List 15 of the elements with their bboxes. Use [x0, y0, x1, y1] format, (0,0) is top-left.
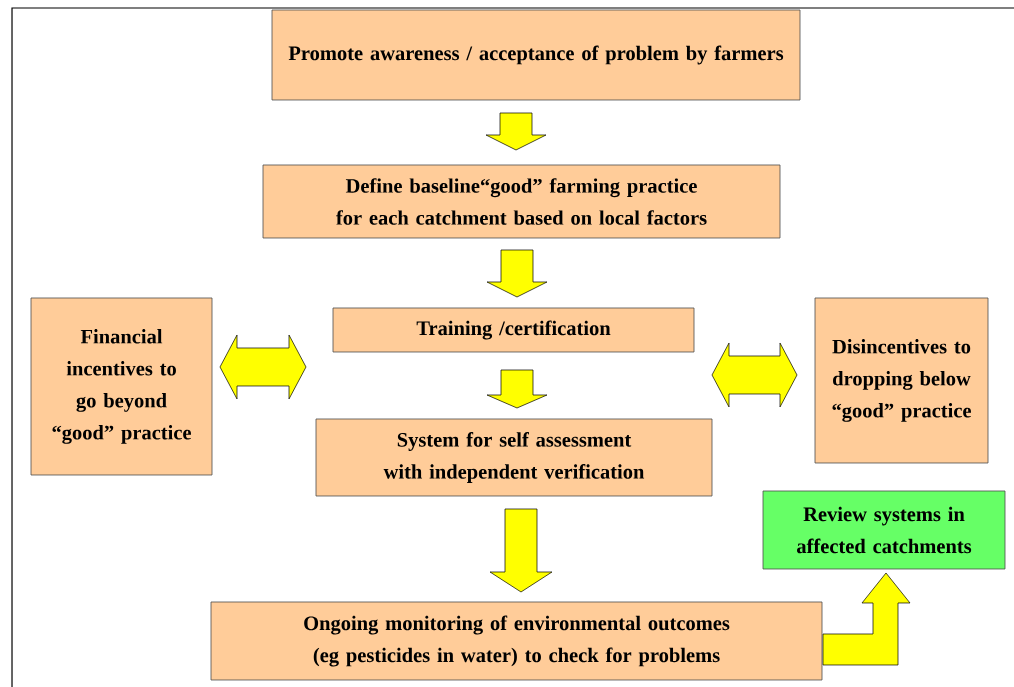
process-box: Financial incentives to go beyond “good” practice: [30, 297, 213, 476]
process-box: System for self assessment with independent verification: [315, 418, 713, 497]
block-arrow: [822, 572, 911, 666]
process-box: Review systems in affected catchments: [762, 490, 1006, 570]
process-box: Training /certification: [332, 307, 695, 353]
block-arrow: [485, 112, 547, 151]
block-arrow: [486, 369, 548, 409]
process-box: Define baseline“good” farming practice for each catchment based on local factors: [262, 164, 781, 239]
block-arrow: [489, 508, 553, 593]
block-arrow: [219, 334, 307, 400]
process-box: Promote awareness / acceptance of problem by farmers: [271, 9, 801, 101]
block-arrow: [711, 342, 798, 408]
process-box: Ongoing monitoring of environmental outcomes (eg pesticides in water) to check for problems: [210, 601, 823, 681]
block-arrow: [486, 249, 548, 298]
process-box: Disincentives to dropping below “good” practice: [814, 297, 989, 464]
